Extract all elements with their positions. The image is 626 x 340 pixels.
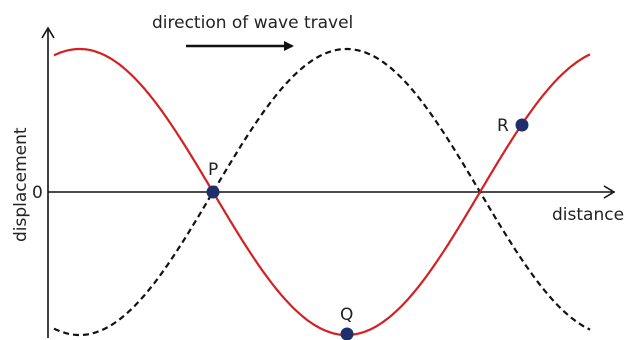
y-axis-label: displacement <box>11 127 31 242</box>
point-q-label: Q <box>340 305 353 325</box>
point-r-marker <box>515 118 529 132</box>
solid-wave-curve <box>53 47 591 337</box>
point-p-marker <box>206 185 220 199</box>
x-axis-label: distance <box>552 205 624 225</box>
point-r-label: R <box>497 116 509 136</box>
x-axis-arrow-icon <box>603 185 616 199</box>
direction-label: direction of wave travel <box>152 13 353 33</box>
point-p-label: P <box>208 160 218 180</box>
origin-label: 0 <box>32 183 43 203</box>
y-axis-arrow-icon <box>41 26 55 39</box>
dashed-wave-curve <box>53 47 591 337</box>
point-q-marker <box>340 327 354 340</box>
